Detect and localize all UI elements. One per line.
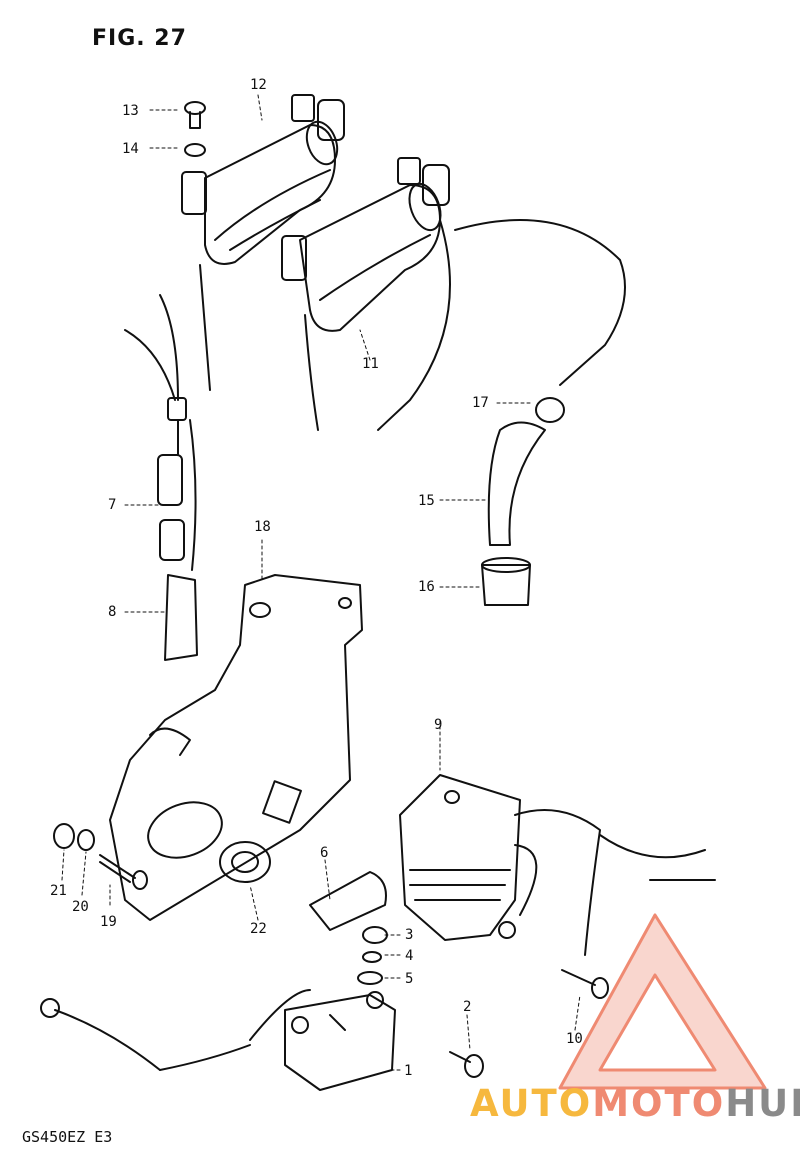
callout-21: 21 [50,883,67,899]
plug-cap-15 [487,421,546,546]
callout-9: 9 [434,717,443,733]
bolt-10 [561,969,609,999]
watermark-text: AUTOMOTOHUB [470,1082,800,1125]
callout-8: 8 [108,604,117,620]
watermark-part-hub: HUB [725,1082,800,1125]
washer-4 [362,951,382,963]
plug-lead-3 [377,219,451,431]
ignition-coil-12 [181,94,345,265]
callout-15: 15 [418,493,435,509]
callout-1: 1 [404,1063,413,1079]
nut-3 [362,926,388,944]
model-label: GS450EZ E3 [22,1128,113,1146]
watermark-part-moto: MOTO [592,1082,726,1125]
washer-20 [77,829,95,851]
callout-10: 10 [566,1031,583,1047]
callout-22: 22 [250,921,267,937]
callout-12: 12 [250,77,267,93]
callout-14: 14 [122,141,139,157]
callout-11: 11 [362,356,379,372]
cap-6 [309,871,387,931]
leader-lines [61,94,581,1071]
callout-2: 2 [463,999,472,1015]
plug-lead-1 [199,264,211,391]
regulator-9 [399,774,716,956]
callout-17: 17 [472,395,489,411]
callout-19: 19 [100,914,117,930]
callout-13: 13 [122,103,139,119]
plug-lead-2 [304,314,319,431]
screw-2 [449,1051,484,1078]
washer-14 [184,143,206,157]
bracket-8 [164,574,198,661]
bolt-13 [184,101,206,129]
figure-title: FIG. 27 [92,26,187,51]
grommet-22 [219,841,271,883]
watermark-logo-shape [558,913,767,1090]
ignition-coil-11 [281,157,450,332]
callout-7: 7 [108,497,117,513]
washer-21 [53,823,75,849]
callout-5: 5 [405,971,414,987]
callout-6: 6 [320,845,329,861]
boot-17 [535,397,565,423]
callout-16: 16 [418,579,435,595]
plug-lead-4 [454,219,626,386]
watermark-part-auto: AUTO [470,1082,593,1125]
cover-16 [481,557,531,606]
callout-3: 3 [405,927,414,943]
callout-20: 20 [72,899,89,915]
resistor-lead-7 [124,294,197,571]
washer-5 [357,971,383,985]
starter-relay-1 [40,989,396,1091]
callout-4: 4 [405,948,414,964]
bolt-19 [99,854,148,890]
callout-18: 18 [254,519,271,535]
